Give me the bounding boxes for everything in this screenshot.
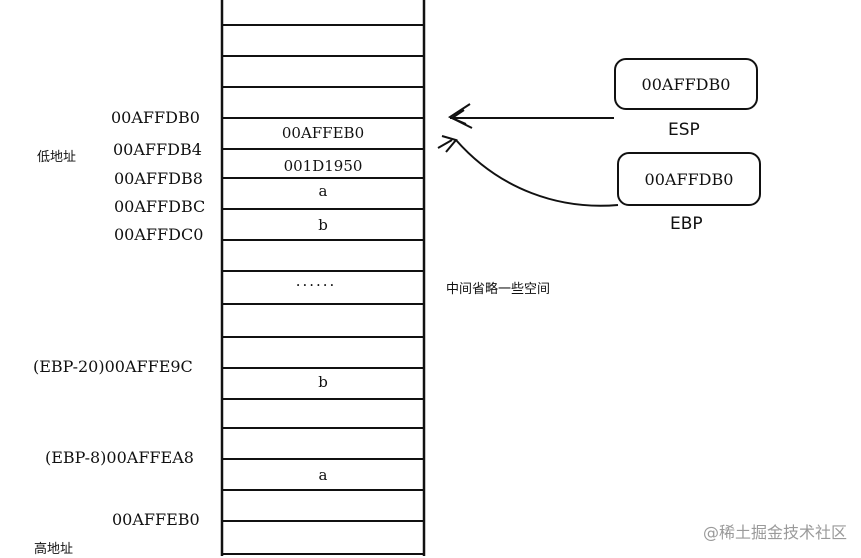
stack-cell-ellipsis: ······ bbox=[295, 276, 337, 294]
stack-row-lines bbox=[222, 24, 424, 555]
address-label-end: 00AFFEB0 bbox=[112, 510, 200, 529]
stack-cell-b-lower: b bbox=[318, 373, 328, 391]
address-label-1: 00AFFDB4 bbox=[113, 140, 202, 159]
esp-arrow bbox=[447, 103, 614, 129]
stack-cell-b-upper: b bbox=[318, 216, 328, 234]
ebp-value-box: 00AFFDB0 bbox=[617, 152, 761, 206]
high-address-label: 高地址 bbox=[34, 542, 74, 557]
watermark-text: @稀土掘金技术社区 bbox=[702, 523, 847, 542]
stack-cell-a-lower: a bbox=[318, 466, 328, 484]
address-label-4: 00AFFDC0 bbox=[114, 225, 204, 244]
esp-value-box: 00AFFDB0 bbox=[614, 58, 758, 110]
address-label-ebp-20: (EBP-20)00AFFE9C bbox=[33, 357, 193, 376]
stack-cell-a-upper: a bbox=[318, 182, 328, 200]
low-address-label: 低地址 bbox=[37, 150, 77, 165]
esp-label: ESP bbox=[668, 120, 700, 140]
omitted-space-note: 中间省略一些空间 bbox=[446, 282, 551, 297]
address-label-ebp-8: (EBP-8)00AFFEA8 bbox=[45, 448, 194, 467]
stack-cell-saved-ebp: 00AFFEB0 bbox=[281, 124, 365, 142]
stack-cell-value-1: 001D1950 bbox=[283, 157, 363, 175]
stack-column bbox=[220, 0, 426, 556]
ebp-label: EBP bbox=[670, 214, 703, 234]
ebp-arrow bbox=[437, 135, 619, 207]
address-label-3: 00AFFDBC bbox=[114, 197, 206, 216]
address-label-2: 00AFFDB8 bbox=[114, 169, 203, 188]
address-label-0: 00AFFDB0 bbox=[111, 108, 200, 127]
